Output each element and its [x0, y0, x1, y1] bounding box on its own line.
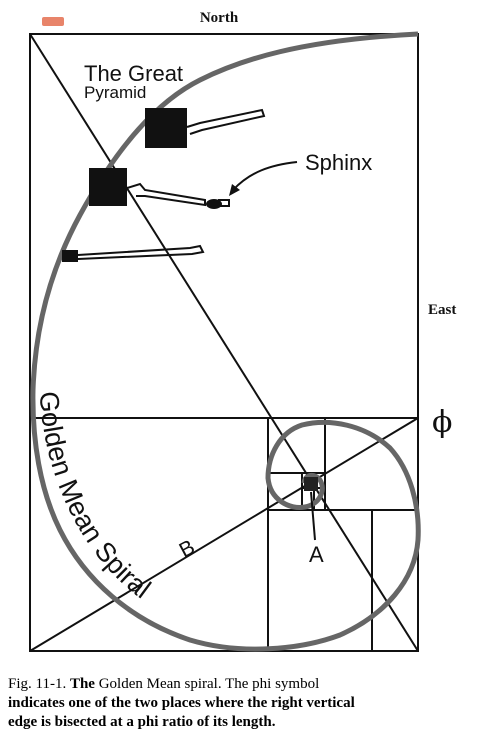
caption-line-1-rest: Golden Mean spiral. The phi symbol: [94, 676, 320, 692]
sphinx-arrow: [232, 161, 298, 191]
sphinx-arrowhead: [229, 184, 240, 196]
caption-the-bold: The: [69, 676, 95, 692]
sphinx-label: Sphinx: [305, 150, 372, 175]
label-b: B: [176, 536, 199, 563]
outer-rectangle: [29, 33, 419, 652]
east-label: East: [428, 302, 456, 318]
golden-mean-diagram: North The Great Pyramid Sphinx: [29, 10, 456, 652]
sphinx-marker: [206, 199, 230, 209]
spiral-center-mark: [304, 477, 318, 491]
figure-caption: Fig. 11-1. The Golden Mean spiral. The p…: [8, 675, 473, 732]
caption-line-2: indicates one of the two places where th…: [8, 695, 355, 711]
corner-tag: [42, 17, 64, 26]
diagonal-b: [29, 417, 419, 652]
caption-line-3: edge is bisected at a phi ratio of its l…: [8, 714, 276, 730]
caption-fig-prefix: Fig. 11-1.: [8, 676, 70, 692]
label-a-pointer: [310, 491, 316, 541]
spiral-label: Golden Mean Spiral: [34, 390, 156, 604]
caption-line-1: Fig. 11-1. The Golden Mean spiral. The p…: [8, 675, 473, 694]
pyramid-label-line2: Pyramid: [84, 83, 146, 102]
main-diagonal: [29, 33, 419, 652]
spiral-label-path: Golden Mean Spiral: [34, 390, 156, 604]
north-label: North: [200, 10, 239, 26]
third-pyramid-block: [62, 250, 78, 262]
label-a: A: [309, 542, 324, 567]
phi-symbol: ϕ: [432, 405, 452, 440]
second-pyramid-block: [89, 168, 127, 206]
causeways: [77, 108, 266, 260]
pyramid-label-line1: The Great: [84, 61, 183, 86]
great-pyramid-block: [145, 108, 187, 148]
